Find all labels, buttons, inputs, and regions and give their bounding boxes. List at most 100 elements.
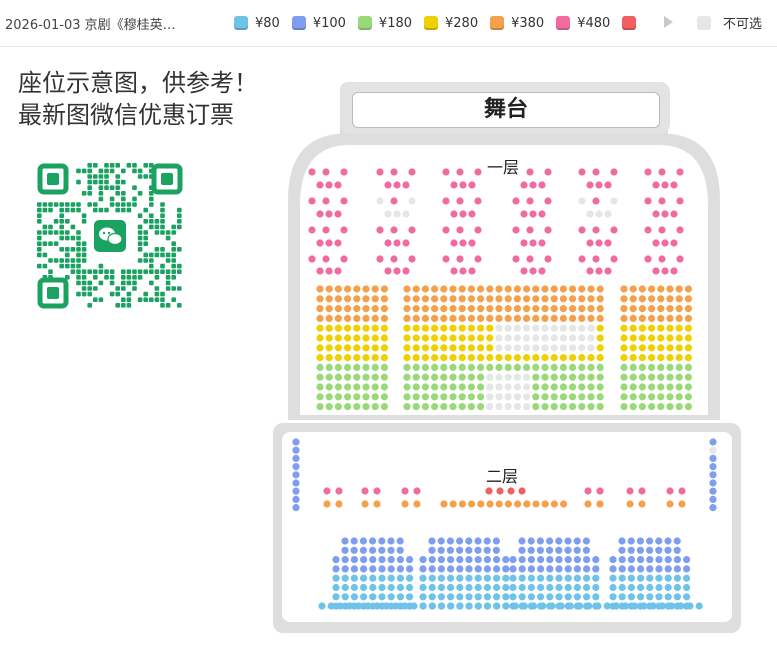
- seat[interactable]: [583, 593, 591, 601]
- seat[interactable]: [369, 556, 377, 564]
- seat[interactable]: [483, 593, 491, 601]
- seat[interactable]: [419, 602, 427, 610]
- seat[interactable]: [587, 295, 595, 303]
- seat[interactable]: [465, 593, 473, 601]
- seat[interactable]: [527, 583, 536, 592]
- seat[interactable]: [431, 373, 439, 381]
- seat[interactable]: [546, 537, 554, 545]
- seat[interactable]: [546, 565, 554, 573]
- seat[interactable]: [644, 255, 652, 263]
- seat[interactable]: [648, 324, 656, 332]
- seat[interactable]: [456, 168, 464, 176]
- seat[interactable]: [559, 373, 568, 381]
- seat[interactable]: [638, 363, 647, 371]
- seat[interactable]: [410, 602, 418, 610]
- seat[interactable]: [564, 583, 572, 592]
- seat[interactable]: [437, 574, 445, 582]
- seat[interactable]: [344, 373, 352, 381]
- seat[interactable]: [371, 373, 379, 381]
- seat[interactable]: [371, 363, 379, 371]
- seat[interactable]: [440, 373, 448, 381]
- seat[interactable]: [526, 168, 534, 176]
- seat[interactable]: [526, 197, 534, 205]
- seat[interactable]: [456, 565, 464, 573]
- seat[interactable]: [431, 285, 439, 293]
- seat[interactable]: [527, 593, 536, 601]
- seat[interactable]: [610, 168, 618, 176]
- seat[interactable]: [353, 403, 361, 411]
- seat[interactable]: [695, 602, 703, 610]
- seat[interactable]: [518, 546, 526, 554]
- seat[interactable]: [474, 574, 482, 582]
- seat[interactable]: [467, 314, 475, 322]
- seat[interactable]: [675, 383, 683, 391]
- seat[interactable]: [403, 285, 411, 293]
- seat[interactable]: [325, 285, 333, 293]
- seat[interactable]: [450, 239, 458, 247]
- seat[interactable]: [675, 344, 683, 352]
- seat[interactable]: [709, 495, 717, 503]
- seat[interactable]: [440, 344, 448, 352]
- seat[interactable]: [449, 324, 457, 332]
- seat[interactable]: [412, 324, 420, 332]
- seat[interactable]: [341, 546, 349, 554]
- seat[interactable]: [638, 500, 646, 508]
- seat[interactable]: [495, 285, 503, 293]
- seat[interactable]: [627, 583, 636, 592]
- seat[interactable]: [610, 255, 618, 263]
- seat[interactable]: [569, 393, 577, 401]
- seat[interactable]: [380, 285, 388, 293]
- seat[interactable]: [465, 556, 473, 564]
- seat[interactable]: [440, 324, 448, 332]
- seat[interactable]: [495, 373, 503, 381]
- seat[interactable]: [513, 363, 522, 371]
- seat[interactable]: [683, 574, 691, 582]
- seat[interactable]: [684, 295, 693, 303]
- seat[interactable]: [666, 373, 674, 381]
- seat[interactable]: [541, 500, 549, 508]
- seat[interactable]: [364, 602, 372, 610]
- seat[interactable]: [529, 181, 537, 189]
- seat[interactable]: [684, 383, 693, 391]
- seat[interactable]: [684, 393, 693, 401]
- seat[interactable]: [564, 565, 572, 573]
- seat[interactable]: [537, 565, 545, 573]
- seat[interactable]: [458, 314, 466, 322]
- seat[interactable]: [447, 556, 455, 564]
- seat[interactable]: [649, 602, 657, 610]
- seat[interactable]: [396, 565, 404, 573]
- seat[interactable]: [585, 602, 593, 610]
- seat[interactable]: [523, 393, 531, 401]
- seat[interactable]: [586, 267, 594, 275]
- seat[interactable]: [523, 403, 531, 411]
- seat[interactable]: [520, 239, 528, 247]
- seat[interactable]: [495, 383, 503, 391]
- seat[interactable]: [355, 602, 363, 610]
- seat[interactable]: [578, 314, 586, 322]
- seat[interactable]: [555, 537, 563, 545]
- seat[interactable]: [292, 471, 300, 479]
- seat[interactable]: [403, 383, 411, 391]
- seat[interactable]: [402, 239, 410, 247]
- seat[interactable]: [322, 226, 330, 234]
- seat[interactable]: [403, 314, 411, 322]
- seat[interactable]: [675, 324, 683, 332]
- seat[interactable]: [361, 500, 369, 508]
- seat[interactable]: [334, 373, 342, 381]
- seat[interactable]: [384, 181, 392, 189]
- seat[interactable]: [573, 537, 581, 545]
- seat[interactable]: [495, 324, 503, 332]
- seat[interactable]: [677, 602, 685, 610]
- seat[interactable]: [474, 565, 482, 573]
- seat[interactable]: [486, 324, 494, 332]
- seat[interactable]: [458, 295, 466, 303]
- seat[interactable]: [477, 344, 485, 352]
- seat[interactable]: [595, 210, 603, 218]
- seat[interactable]: [544, 226, 552, 234]
- seat[interactable]: [541, 295, 549, 303]
- seat[interactable]: [459, 267, 467, 275]
- seat[interactable]: [412, 403, 420, 411]
- seat[interactable]: [467, 344, 475, 352]
- seat[interactable]: [620, 334, 628, 342]
- seat[interactable]: [495, 363, 503, 371]
